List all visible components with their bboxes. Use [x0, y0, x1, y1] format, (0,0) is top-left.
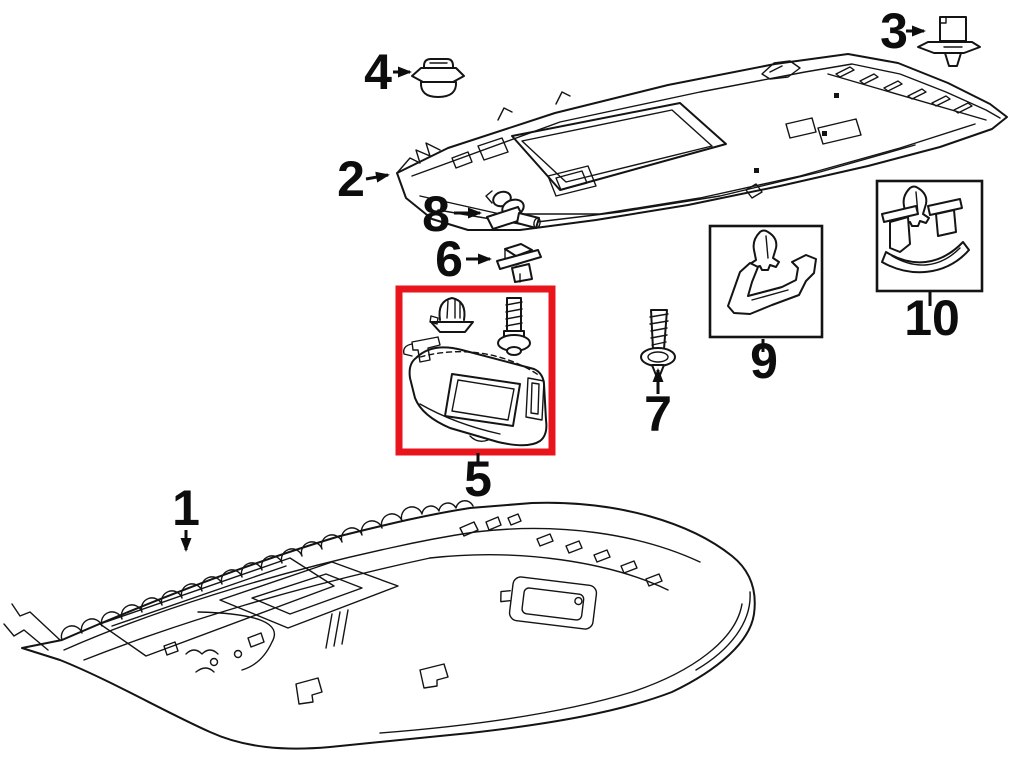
harness-clip-drawing[interactable]: [485, 189, 541, 230]
callout-1: 1: [172, 480, 200, 552]
callout-8: 8: [422, 186, 482, 242]
callout-3-label[interactable]: 3: [880, 3, 908, 59]
callout-4: 4: [364, 44, 412, 100]
callout-9: 9: [750, 333, 778, 389]
visor-clip-drawing: [429, 297, 474, 333]
callout-1-label[interactable]: 1: [172, 480, 200, 536]
clip-pin-drawing: [749, 229, 780, 271]
grab-handle-kit-box-9[interactable]: [708, 224, 824, 339]
sun-visor-kit-group[interactable]: [395, 285, 556, 456]
callout-7: 7: [644, 368, 672, 442]
callout-10-label[interactable]: 10: [904, 290, 960, 346]
visor-screw-drawing: [497, 297, 531, 356]
headliner-panel-drawing[interactable]: [3, 500, 756, 750]
flanged-screw-drawing[interactable]: [640, 309, 676, 376]
callout-7-label[interactable]: 7: [644, 386, 672, 442]
dome-lamp-console: [500, 576, 598, 630]
highlight-box: [395, 285, 556, 456]
callout-6-label[interactable]: 6: [435, 231, 463, 287]
push-pin-clip-drawing[interactable]: [917, 16, 981, 67]
callout-2-arrow: [365, 171, 390, 183]
square-clip-drawing[interactable]: [496, 243, 542, 283]
grab-handle-kit-box-10[interactable]: [875, 179, 984, 293]
callout-6: 6: [435, 231, 492, 287]
sun-visor-drawing: [402, 336, 548, 447]
callout-2-label[interactable]: 2: [337, 151, 365, 207]
callout-3: 3: [880, 3, 926, 59]
callout-8-label[interactable]: 8: [422, 186, 450, 242]
callout-2: 2: [337, 151, 390, 207]
callout-5: 5: [464, 451, 492, 507]
callout-4-label[interactable]: 4: [364, 44, 392, 100]
callout-10: 10: [904, 290, 960, 346]
grab-handle-drawing: [727, 254, 817, 315]
grab-handle-posts-drawing: [881, 198, 970, 274]
grommet-clip-drawing[interactable]: [411, 58, 465, 98]
